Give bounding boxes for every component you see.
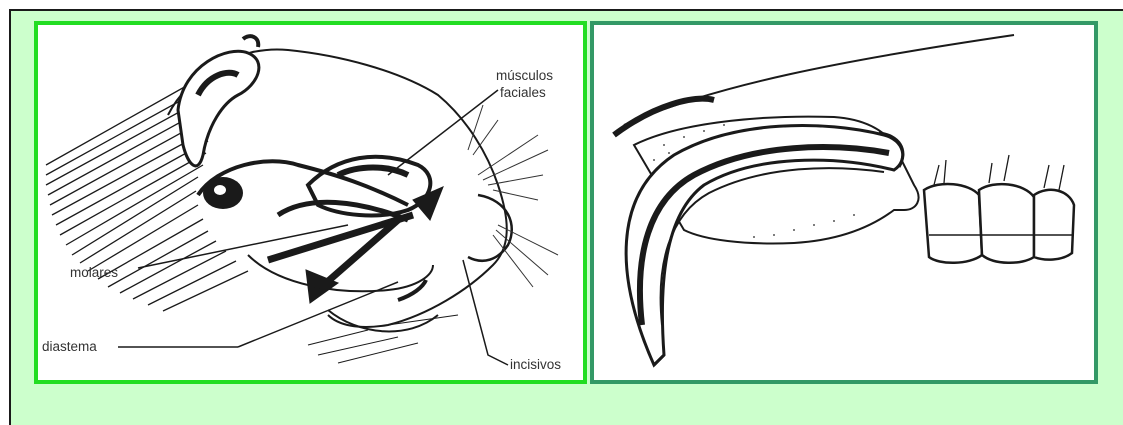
- musculos-leader-line: [388, 90, 498, 175]
- slide: músculos faciales molares diastema incis…: [9, 9, 1123, 425]
- chin-stipple: [308, 315, 458, 363]
- rat-head-figure-panel: músculos faciales molares diastema incis…: [34, 21, 587, 384]
- label-musculos: músculos: [496, 68, 553, 83]
- molars: [924, 184, 1074, 263]
- bone-edge: [624, 35, 1014, 125]
- incisivos-leader-line: [463, 260, 508, 365]
- label-incisivos: incisivos: [510, 357, 561, 372]
- label-molares: molares: [70, 265, 118, 280]
- jaw-section-illustration: [594, 25, 1094, 380]
- label-faciales: faciales: [500, 85, 546, 100]
- jaw-section-figure-panel: [590, 21, 1098, 384]
- label-diastema: diastema: [42, 339, 97, 354]
- ear: [178, 51, 259, 166]
- rat-head-illustration: músculos faciales molares diastema incis…: [38, 25, 583, 380]
